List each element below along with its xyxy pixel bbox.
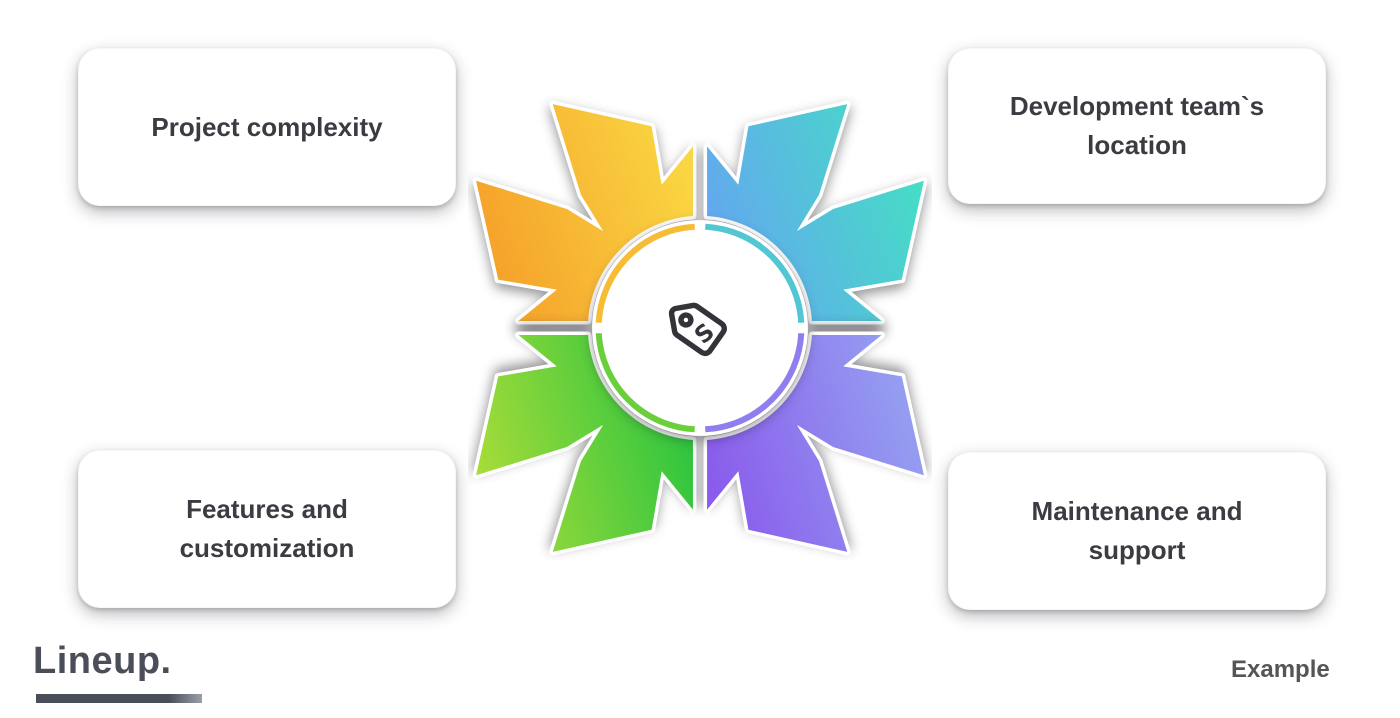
brand-logo: Lineup. [33,640,172,682]
box-label-line: customization [179,533,355,563]
box-label-line: Maintenance and [1031,496,1243,526]
rim-arc-teal [705,223,805,323]
factor-box-development-team-location: Development team`s location [948,48,1326,204]
box-label-line: location [1087,130,1187,160]
factor-box-project-complexity: Project complexity [78,48,456,206]
box-label-line: Project complexity [151,111,383,142]
rim-arc-orange [595,223,695,323]
rim-arc-purple [705,333,805,433]
factor-box-maintenance-support: Maintenance and support [948,452,1326,610]
box-label-line: support [1088,535,1186,565]
box-label-line: Features and [186,494,348,524]
factor-box-features-customization: Features and customization [78,450,456,608]
watermark-label: Example [1231,656,1330,683]
rim-arc-green [595,333,695,433]
center-circle [592,220,808,436]
pricing-factors-figure: S [468,96,932,560]
box-label-line: Development team`s [1009,91,1265,121]
brand-logo-underline [36,694,202,703]
